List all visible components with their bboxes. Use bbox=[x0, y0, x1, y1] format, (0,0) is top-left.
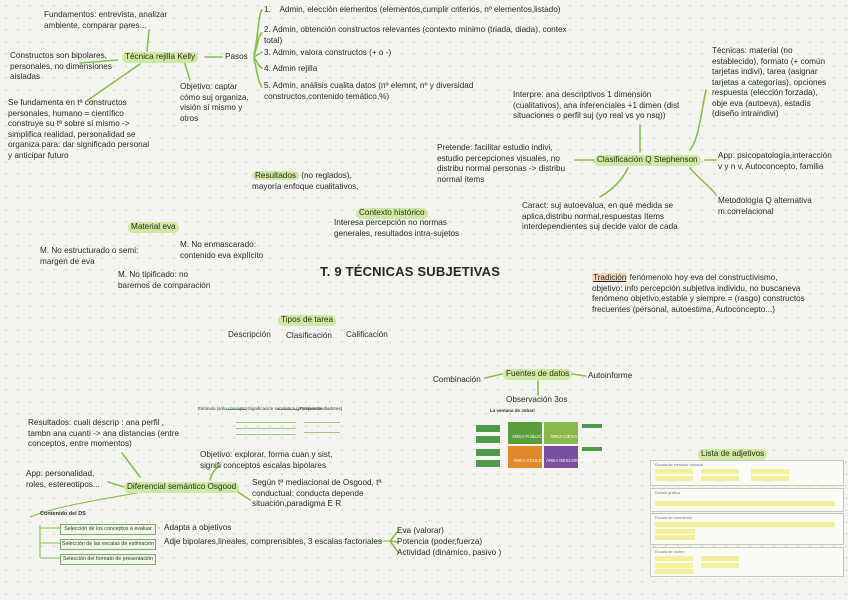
adjetivos-label: Lista de adjetivos bbox=[698, 449, 767, 460]
osgood-adapta: Adapta a objetivos bbox=[164, 523, 231, 534]
osgood-objetivo: Objetivo: explorar, forma cuan y sist, s… bbox=[200, 450, 332, 471]
kelly-paso-2: 2. Admin, obtención constructos relevant… bbox=[264, 25, 567, 46]
kelly-node: Técnica rejilla Kelly bbox=[122, 52, 198, 63]
osgood-adje: Adje bipolares,lineales, comprensibles, … bbox=[164, 537, 382, 548]
tradicion-block: Tradición fenómenolo hoy eva del constru… bbox=[592, 273, 805, 315]
kelly-constructos: Constructos son bipolares, personales, n… bbox=[10, 51, 112, 83]
osgood-factor-potencia: Potencia (poder,fuerza) bbox=[397, 537, 482, 548]
kelly-paso-3: 3. Admin, valora constructos (+ o -) bbox=[264, 48, 391, 59]
stephenson-app: App: psicopatología,interacción v y n v,… bbox=[718, 151, 832, 172]
johari-side-bars bbox=[580, 422, 604, 468]
resultados-block: Resultados (no reglados), mayoría enfoqu… bbox=[252, 171, 359, 192]
kelly-fundamentos: Fundamentos: entrevista, analizar ambien… bbox=[44, 10, 167, 31]
contexto-label: Contexto histórico bbox=[356, 208, 428, 219]
stephenson-caract: Caract: suj autoevalua, en qué medida se… bbox=[522, 201, 678, 233]
johari-title: La ventana de Johari bbox=[490, 408, 535, 413]
tipo-calificacion: Calificación bbox=[346, 330, 388, 341]
stephenson-node: Clasificación Q Stephenson bbox=[594, 155, 701, 166]
kelly-paso-5: 5. Admin, análisis cualita datos (nº ele… bbox=[264, 81, 473, 102]
material-label: Material eva bbox=[128, 222, 179, 233]
ds-title: Contenido del DS bbox=[40, 512, 86, 517]
kelly-objetivo: Objetivo: captar cómo suj organiza, visi… bbox=[180, 82, 249, 124]
ds-item-1: Selección de los conceptos a evaluar bbox=[60, 524, 156, 535]
johari-side-tag-1 bbox=[476, 425, 500, 432]
fuente-autoinforme: Autoinforme bbox=[588, 371, 632, 382]
ds-item-3: Selección del formato de presentación bbox=[60, 554, 156, 565]
tipos-tarea-label: Tipos de tarea bbox=[278, 315, 336, 326]
stephenson-interprete: Interpre: ana descriptivos 1 dimensión (… bbox=[513, 90, 679, 122]
tipo-clasificacion: Clasificación bbox=[286, 331, 332, 342]
osgood-node: Diferencial semántico Osgood bbox=[124, 482, 239, 493]
material-item-2: M. No enmascarado: contenido eva explíci… bbox=[180, 240, 263, 261]
adj-card-grafica: Escala gráfica bbox=[650, 488, 844, 512]
contexto-text: Interesa percepción no normas generales,… bbox=[334, 218, 459, 239]
ds-item-2: Selección de las escalas de estimación bbox=[60, 539, 156, 550]
osgood-app: App: personalidad, roles, estereotipos..… bbox=[26, 469, 100, 490]
osgood-flow-figure: Estímulo (sólo concepto) Significación s… bbox=[196, 406, 346, 444]
johari-side-tag-3 bbox=[476, 449, 500, 456]
stephenson-metodologia: Metodología Q alternativa m.correlaciona… bbox=[718, 196, 812, 217]
johari-side-tag-2 bbox=[476, 436, 500, 443]
kelly-fundamenta: Se fundamenta en tª constructos personal… bbox=[8, 98, 149, 161]
osgood-segun: Según tª mediacional de Osgood, tª condu… bbox=[252, 478, 381, 510]
johari-cell-desconocida: ÁREA DESCONOCIDA bbox=[544, 446, 578, 468]
adj-card-eleccion: Escala de elección forzada bbox=[650, 460, 844, 486]
osgood-resultados: Resultados: cuali descrip : ana perfil ,… bbox=[28, 418, 179, 450]
fuente-combinacion: Combinación bbox=[433, 375, 481, 386]
tradicion-label: Tradición bbox=[592, 273, 627, 282]
osgood-factor-eva: Eva (valorar) bbox=[397, 526, 444, 537]
fuentes-label: Fuentes de datos bbox=[503, 369, 572, 380]
osgood-factor-actividad: Actividad (dinámico, pasivo ) bbox=[397, 548, 501, 559]
johari-side-tag-4 bbox=[476, 460, 500, 467]
material-item-3: M. No tipificado: no baremos de comparac… bbox=[118, 270, 210, 291]
stephenson-pretende: Pretende: facilitar estudio indivi, estu… bbox=[437, 143, 565, 185]
fuente-observacion: Observación 3os bbox=[506, 395, 567, 406]
kelly-paso-1: 1. Admin, elección elementos (elementos,… bbox=[264, 5, 561, 16]
material-item-1: M. No estructurado o semi: margen de eva bbox=[40, 246, 138, 267]
flow-respuesta: Respuesta bbox=[300, 406, 322, 411]
stephenson-tecnicas: Técnicas: material (no establecido), for… bbox=[712, 46, 826, 120]
kelly-paso-4: 4. Admin rejilla bbox=[264, 64, 317, 75]
resultados-label: Resultados bbox=[252, 171, 299, 180]
adj-card-intensidad: Escala de intensidad bbox=[650, 513, 844, 545]
johari-cell-publica: ÁREA PÚBLICA bbox=[508, 422, 542, 444]
kelly-pasos-label: Pasos bbox=[225, 52, 248, 63]
johari-cell-oculta: ÁREA OCULTA bbox=[508, 446, 542, 468]
johari-window-figure: La ventana de Johari ÁREA PÚBLICA ÁREA C… bbox=[476, 408, 606, 476]
adj-card-orden: Escala de orden bbox=[650, 547, 844, 577]
main-title: T. 9 TÉCNICAS SUBJETIVAS bbox=[320, 264, 500, 279]
tipo-descripcion: Descripción bbox=[228, 330, 271, 341]
johari-cell-ciega: ÁREA CIEGA bbox=[544, 422, 578, 444]
